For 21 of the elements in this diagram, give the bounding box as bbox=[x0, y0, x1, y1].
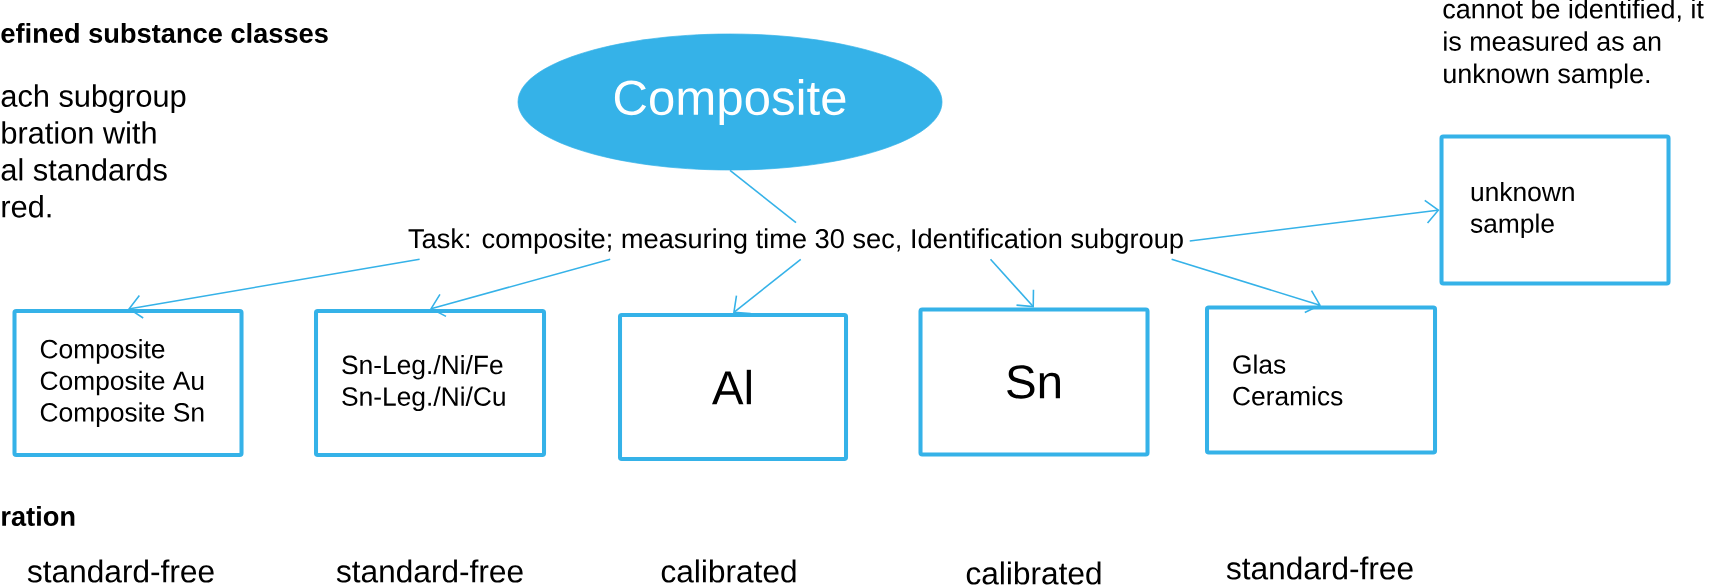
calibration-label: standard-free bbox=[27, 559, 214, 583]
arrow bbox=[128, 258, 421, 319]
calibration-label: calibrated bbox=[661, 559, 796, 583]
heading: ration bbox=[2, 506, 75, 526]
note-text: ach subgroup bration with al standards red. bbox=[1, 84, 186, 218]
calibration-label: standard-free bbox=[1226, 556, 1413, 580]
arrow bbox=[733, 258, 802, 315]
calibration-label: standard-free bbox=[336, 559, 523, 583]
class-box: Glas Ceramics bbox=[1205, 305, 1438, 455]
calibration-label: calibrated bbox=[966, 561, 1101, 585]
arrow bbox=[430, 258, 611, 318]
class-box: Sn bbox=[918, 307, 1150, 457]
heading: efined substance classes bbox=[1, 23, 328, 43]
class-box: Sn-Leg./Ni/Fe Sn-Leg./Ni/Cu bbox=[314, 309, 547, 458]
arrow bbox=[989, 258, 1035, 308]
task-text: Task: composite; measuring time 30 sec, Identification subgroup bbox=[402, 223, 1190, 259]
class-box: unknown sample bbox=[1439, 134, 1671, 286]
arrow bbox=[1170, 258, 1321, 314]
class-box: Composite Composite Au Composite Sn bbox=[12, 309, 244, 458]
class-box: Al bbox=[618, 313, 849, 462]
arrow bbox=[1188, 199, 1440, 242]
